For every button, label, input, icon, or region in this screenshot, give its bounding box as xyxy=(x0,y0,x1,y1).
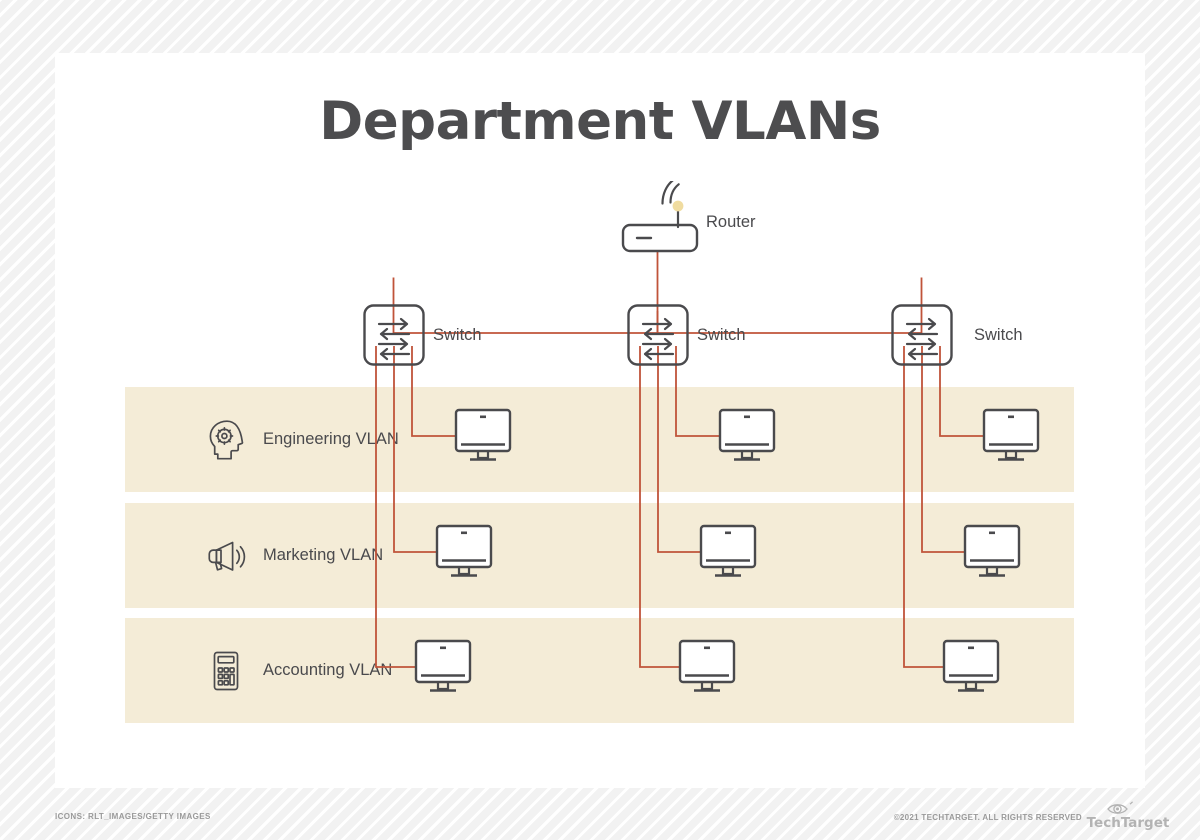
switch-node-3[interactable]: Switch xyxy=(891,304,1023,371)
vlan-name-marketing: Marketing VLAN xyxy=(263,546,384,564)
diagram-card: Department VLANs Engineering VLAN xyxy=(55,53,1145,788)
vlan-label-marketing: Marketing VLAN xyxy=(205,503,383,608)
wire-sw1-accounting xyxy=(375,346,415,668)
workstation-accounting-2[interactable] xyxy=(678,639,736,700)
desktop-monitor-icon xyxy=(699,524,757,577)
techtarget-wordmark: TechTarget xyxy=(1087,815,1170,831)
wire-sw1-engineering xyxy=(411,346,455,437)
workstation-marketing-2[interactable] xyxy=(699,524,757,585)
copyright-notice: ©2021 TECHTARGET. ALL RIGHTS RESERVED xyxy=(893,813,1082,822)
switch-icon xyxy=(891,304,953,366)
vlan-band-engineering: Engineering VLAN xyxy=(125,387,1074,492)
eye-icon: TechTarget xyxy=(1087,801,1170,831)
page-title: Department VLANs xyxy=(319,91,881,152)
desktop-monitor-icon xyxy=(963,524,1021,577)
desktop-monitor-icon xyxy=(718,408,776,461)
switch-label-1: Switch xyxy=(433,326,482,344)
workstation-engineering-2[interactable] xyxy=(718,408,776,469)
switch-label-3: Switch xyxy=(974,326,1023,344)
wire-sw3-marketing xyxy=(921,346,964,553)
head-gear-icon xyxy=(205,417,247,463)
switch-label-2: Switch xyxy=(697,326,746,344)
desktop-monitor-icon xyxy=(678,639,736,692)
switch-icon xyxy=(363,304,425,366)
wire-sw3-engineering xyxy=(939,346,983,437)
vlan-band-accounting: Accounting VLAN xyxy=(125,618,1074,723)
workstation-marketing-3[interactable] xyxy=(963,524,1021,585)
vlan-label-accounting: Accounting VLAN xyxy=(205,618,392,723)
techtarget-logo: TechTarget xyxy=(1086,798,1170,832)
router-node[interactable]: Router xyxy=(620,178,756,258)
wire-sw2-marketing xyxy=(657,346,700,553)
wire-sw1-marketing xyxy=(393,346,436,553)
switch-node-2[interactable]: Switch xyxy=(627,304,746,371)
router-label: Router xyxy=(706,213,756,231)
desktop-monitor-icon xyxy=(435,524,493,577)
vlan-band-marketing: Marketing VLAN xyxy=(125,503,1074,608)
switch-icon xyxy=(627,304,689,366)
wire-sw2-accounting xyxy=(639,346,679,668)
wire-sw3-accounting xyxy=(903,346,943,668)
workstation-marketing-1[interactable] xyxy=(435,524,493,585)
desktop-monitor-icon xyxy=(414,639,472,692)
workstation-engineering-3[interactable] xyxy=(982,408,1040,469)
topology-canvas: Router Switch Switch xyxy=(55,53,1145,788)
vlan-name-accounting: Accounting VLAN xyxy=(263,661,393,679)
router-icon xyxy=(621,178,699,253)
workstation-accounting-1[interactable] xyxy=(414,639,472,700)
megaphone-icon xyxy=(205,533,247,579)
desktop-monitor-icon xyxy=(982,408,1040,461)
workstation-accounting-3[interactable] xyxy=(942,639,1000,700)
desktop-monitor-icon xyxy=(942,639,1000,692)
wire-sw2-engineering xyxy=(675,346,719,437)
switch-node-1[interactable]: Switch xyxy=(363,304,482,371)
vlan-label-engineering: Engineering VLAN xyxy=(205,387,399,492)
vlan-name-engineering: Engineering VLAN xyxy=(263,430,399,448)
workstation-engineering-1[interactable] xyxy=(454,408,512,469)
icon-credit: ICONS: RLT_IMAGES/GETTY IMAGES xyxy=(55,812,211,821)
calculator-icon xyxy=(205,648,247,694)
desktop-monitor-icon xyxy=(454,408,512,461)
